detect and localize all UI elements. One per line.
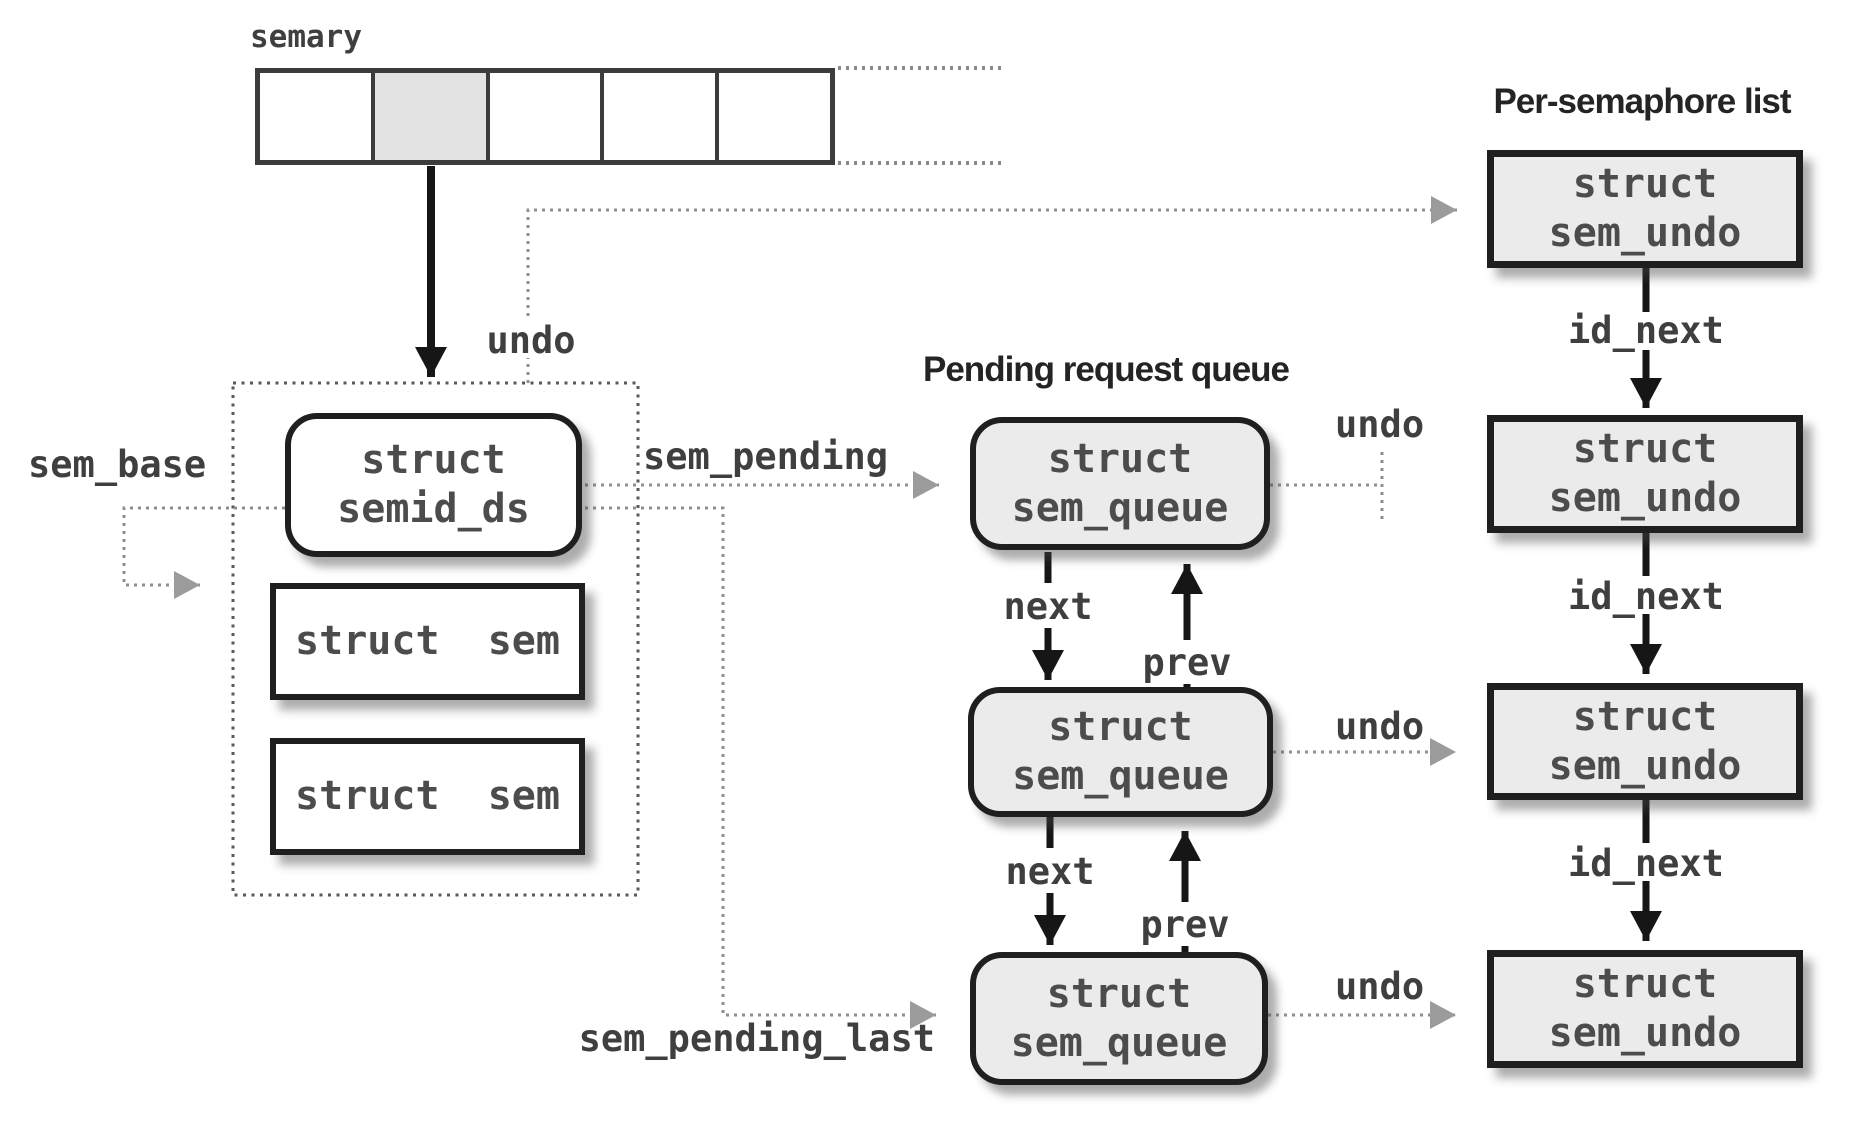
array-cell [485, 73, 601, 160]
sem-pending-pointer-label: sem_pending [643, 435, 889, 478]
sem-node-text: struct sem [295, 773, 560, 820]
sem-queue1-undo-label: undo [1335, 403, 1425, 446]
sem-queue-node-text-line1: struct [1046, 970, 1192, 1017]
sem-queue-node-1: struct sem_queue [970, 417, 1270, 550]
array-cell-highlighted [370, 73, 486, 160]
array-cell [715, 73, 830, 160]
sem-undo-node-3: struct sem_undo [1487, 683, 1803, 800]
pending-request-queue-title: Pending request queue [923, 350, 1290, 389]
prev2-label: prev [1140, 903, 1230, 946]
semary-array-label: semary [250, 19, 362, 55]
sem-queue-node-2: struct sem_queue [968, 687, 1273, 817]
id-next3-label: id_next [1568, 842, 1724, 885]
sem-node-text: struct sem [295, 618, 560, 665]
semary-array [255, 68, 835, 165]
sem-queue2-undo-label: undo [1335, 705, 1425, 748]
sem-undo-node-text-line2: sem_undo [1548, 742, 1742, 789]
sem-queue-node-text-line1: struct [1048, 704, 1193, 751]
array-cell [260, 73, 371, 160]
sem-undo-node-text-line2: sem_undo [1548, 210, 1742, 256]
semid-ds-node: struct semid_ds [285, 413, 582, 557]
undo-list-pointer-line [526, 196, 1457, 316]
sem-base-pointer-label: sem_base [28, 443, 207, 486]
prev1-label: prev [1142, 641, 1232, 684]
sem-queue-node-3: struct sem_queue [970, 952, 1268, 1085]
sem-undo-node-text-line2: sem_undo [1548, 1010, 1742, 1056]
semid-ds-node-text-line2: semid_ds [337, 486, 530, 532]
id-next2-label: id_next [1568, 575, 1724, 618]
array-cell [600, 73, 715, 160]
next1-label: next [1003, 585, 1093, 628]
sem-undo-node-text-line1: struct [1572, 426, 1718, 473]
sem-undo-node-text-line1: struct [1572, 693, 1718, 740]
undo-list-pointer-label: undo [486, 319, 576, 362]
id-next1-label: id_next [1568, 309, 1724, 352]
sem-base-pointer-line [122, 506, 285, 599]
sem-undo-node-4: struct sem_undo [1487, 950, 1803, 1068]
sem-undo-node-2: struct sem_undo [1487, 415, 1803, 533]
sem-queue-node-text-line2: sem_queue [1012, 753, 1229, 799]
sem-pending-last-pointer-label: sem_pending_last [578, 1017, 935, 1060]
per-semaphore-list-title: Per-semaphore list [1493, 82, 1791, 121]
sem-queue-node-text-line1: struct [1047, 435, 1193, 482]
semid-ds-node-text-line1: struct [361, 437, 506, 484]
sem-undo-node-text-line1: struct [1572, 161, 1718, 208]
next2-label: next [1005, 850, 1095, 893]
sem-queue-node-text-line2: sem_queue [1011, 484, 1229, 531]
sem-queue3-undo-label: undo [1335, 965, 1425, 1008]
sem-node-1: struct sem [270, 583, 585, 700]
sem-queue-node-text-line2: sem_queue [1010, 1019, 1228, 1066]
sem-undo-node-text-line1: struct [1572, 961, 1718, 1008]
sem-node-2: struct sem [270, 738, 585, 855]
sem-undo-node-1: struct sem_undo [1487, 150, 1803, 268]
sem-undo-node-text-line2: sem_undo [1548, 475, 1742, 521]
